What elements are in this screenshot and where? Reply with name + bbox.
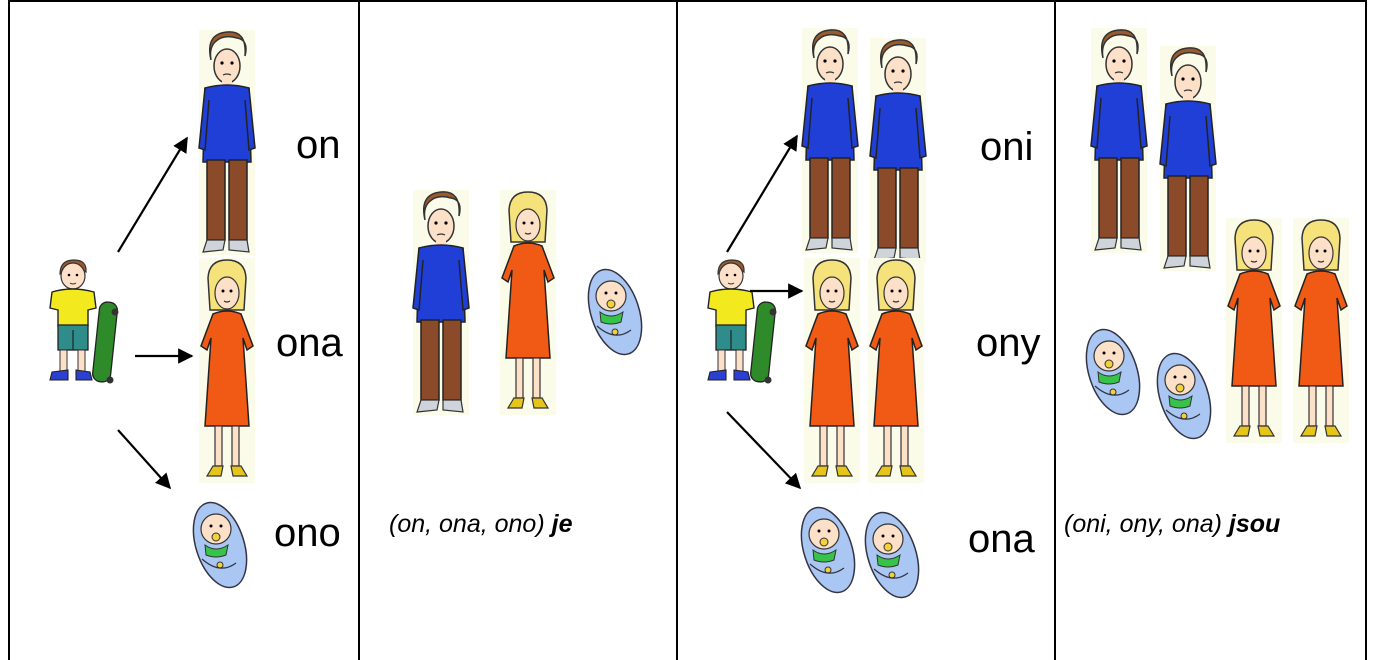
caption-verb: jsou (1226, 510, 1280, 538)
pronoun-label: ona (276, 321, 343, 365)
man-icon (801, 27, 859, 254)
woman-icon (867, 257, 925, 484)
woman-icon (803, 257, 861, 484)
pronoun-label: ono (274, 511, 341, 555)
boy-with-skateboard-icon (707, 259, 778, 385)
baby-icon (1146, 345, 1222, 447)
pronoun-label: ony (976, 321, 1041, 365)
panel-plural-verb: (oni, ony, ona) jsou (1064, 27, 1350, 538)
baby-icon (854, 504, 930, 606)
woman-icon (1292, 217, 1350, 444)
caption-verb: je (549, 510, 573, 538)
man-icon (412, 189, 470, 416)
pronoun-label: ona (968, 517, 1035, 561)
conjugation-caption: (oni, ony, ona) jsou (1064, 510, 1280, 538)
woman-icon (499, 189, 557, 416)
man-icon (1159, 45, 1217, 272)
man-icon (869, 37, 927, 264)
baby-icon (790, 499, 866, 601)
caption-pronouns: (on, ona, ono) (389, 510, 545, 538)
conjugation-caption: (on, ona, ono) je (389, 510, 573, 538)
panel-singular-pronouns: on ona ono (49, 29, 343, 596)
man-icon (1090, 27, 1148, 254)
arrow-icon (117, 136, 188, 253)
boy-with-skateboard-icon (49, 259, 120, 385)
panel-singular-verb: (on, ona, ono) je (389, 189, 653, 538)
arrow-icon (117, 429, 172, 490)
baby-icon (577, 261, 653, 363)
baby-icon (1075, 321, 1151, 423)
arrow-icon (726, 134, 798, 253)
man-icon (198, 29, 256, 256)
caption-pronouns: (oni, ony, ona) (1064, 510, 1222, 538)
diagram-frame (8, 0, 1367, 660)
baby-icon (182, 494, 258, 596)
pronoun-label: on (296, 123, 341, 167)
arrow-icon (726, 411, 802, 490)
panel-plural-pronouns: oni ony ona (707, 27, 1041, 606)
woman-icon (198, 257, 256, 484)
woman-icon (1225, 217, 1283, 444)
pronoun-label: oni (980, 125, 1033, 169)
